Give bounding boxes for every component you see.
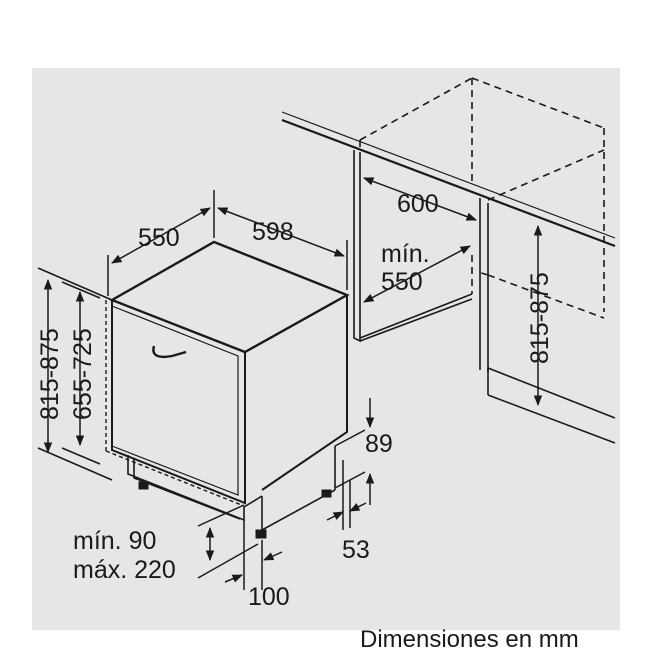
units-caption: Dimensiones en mm (360, 626, 579, 653)
plinth-depth-label: 100 (248, 583, 290, 611)
depth-label: 550 (138, 224, 180, 252)
niche-depth-min-prefix: mín. (381, 240, 430, 268)
appliance-height-label: 815-875 (36, 328, 64, 420)
plinth-max-label: máx. 220 (73, 556, 176, 584)
door-height-label: 655-725 (69, 328, 97, 420)
dishwasher-body (105, 240, 350, 539)
foot-setback-label: 53 (342, 536, 370, 564)
niche-outline (281, 77, 616, 444)
niche-height-label: 815-875 (526, 272, 554, 364)
niche-depth-min-value: 550 (381, 268, 423, 296)
width-label: 598 (252, 218, 294, 246)
dimension-lines (37, 177, 543, 590)
diagram-background-panel (32, 68, 620, 630)
niche-width-label: 600 (397, 190, 439, 218)
plinth-min-label: mín. 90 (73, 527, 156, 555)
plinth-step-label: 89 (365, 430, 393, 458)
